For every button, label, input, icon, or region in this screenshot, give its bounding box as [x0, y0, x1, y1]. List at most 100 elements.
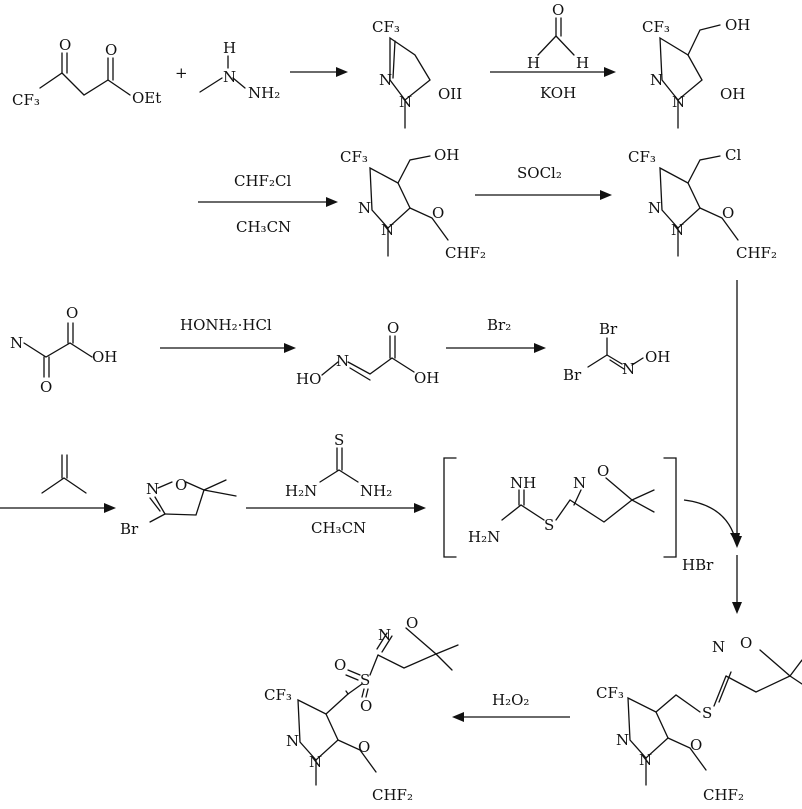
ring-n-label: N: [616, 731, 629, 749]
ring-o-label: O: [740, 634, 752, 652]
bromo-label: Br: [120, 520, 139, 538]
hydroxyl-label: OH: [92, 348, 117, 366]
ch2oh-label: OH: [725, 16, 750, 34]
hydroxymethyl-pyrazolol: CF₃ N N OH OH: [642, 16, 750, 129]
ring-n-methyl-label: N: [671, 221, 684, 239]
formaldehyde-reagent: O H H: [527, 1, 589, 72]
ether-oxygen-label: O: [358, 738, 370, 756]
ether-oxygen-label: O: [432, 204, 444, 222]
thiourea-reagent: S H₂N NH₂: [285, 431, 392, 500]
glyoxylic-acid-oxime: HO N O OH: [296, 319, 439, 388]
chloro-label: Cl: [725, 146, 741, 164]
ether-oxygen-label: O: [722, 204, 734, 222]
isothiouronium-intermediate: NH H₂N S N O: [443, 457, 677, 558]
thiourea-s-label: S: [334, 431, 344, 449]
amino-h2n-label: H₂N: [468, 528, 500, 546]
thioether-s-label: S: [544, 516, 554, 534]
cf3-label: CF₃: [642, 18, 670, 36]
hydroxyl-label: OH: [645, 348, 670, 366]
ch3cn-reagent-label: CH₃CN: [236, 218, 291, 236]
hydrazine-n1-label: N: [223, 68, 236, 86]
arrow-7: [0, 503, 116, 513]
ring-o-label: O: [597, 462, 609, 480]
arrow-8: [246, 503, 426, 513]
ring-n-methyl-label: N: [639, 751, 652, 769]
oxime-n-label: N: [622, 360, 635, 378]
oet-label: OEt: [132, 89, 161, 107]
curved-arrow: [683, 499, 740, 545]
ring-n-label: N: [286, 732, 299, 750]
thiourea-nh2-right: NH₂: [360, 482, 392, 500]
ring-n-label: N: [648, 199, 661, 217]
formaldehyde-h2-label: H: [576, 54, 589, 72]
ethyl-trifluoroacetoacetate: O O CF₃ OEt: [12, 36, 161, 109]
plus-sign: +: [175, 64, 188, 82]
arrow-1: [290, 67, 348, 77]
br2-reagent-label: Br₂: [487, 316, 511, 334]
ring-n-methyl-label: N: [381, 221, 394, 239]
sulfone-product: CF₃ N N S O O N O O CHF₂: [264, 614, 459, 804]
hydroxyl-label: OH: [414, 369, 439, 387]
ring-n-label: N: [146, 480, 159, 498]
ketone-oxygen-label: O: [59, 36, 71, 54]
thioether-intermediate: CF₃ N N S O CHF₂ N O: [596, 634, 802, 804]
chf2-label: CHF₂: [703, 786, 744, 804]
chf2-label: CHF₂: [445, 244, 486, 262]
oxygen-label: O: [40, 378, 52, 396]
hydrazine-nh2-label: NH₂: [248, 84, 280, 102]
arrow-down-lower: [732, 555, 742, 614]
chf2cl-reagent-label: CHF₂Cl: [234, 172, 291, 190]
ester-oxygen-label: O: [105, 41, 117, 59]
thiourea-nh2-left: H₂N: [285, 482, 317, 500]
ch3cn-reagent-label: CH₃CN: [311, 519, 366, 537]
ring-n-label: N: [650, 71, 663, 89]
ring-o-label: O: [175, 476, 187, 494]
honh2hcl-reagent-label: HONH₂·HCl: [180, 316, 272, 334]
formaldehyde-h1-label: H: [527, 54, 540, 72]
ring-n-methyl-label: N: [399, 93, 412, 111]
hydroxyl-label: OII: [438, 85, 462, 103]
cf3-label: CF₃: [596, 684, 624, 702]
arrow-3: [198, 197, 338, 207]
arrow-2: [490, 67, 616, 77]
koh-reagent-label: KOH: [540, 84, 576, 102]
ether-oxygen-label: O: [690, 736, 702, 754]
dibromoformaldoxime: Br Br N OH: [563, 320, 670, 384]
socl2-reagent-label: SOCl₂: [517, 164, 562, 182]
chloromethyl-pyrazole: CF₃ N N Cl O CHF₂: [628, 146, 777, 262]
thioether-s-label: S: [702, 704, 712, 722]
cf3-label: CF₃: [264, 686, 292, 704]
formaldehyde-o-label: O: [552, 1, 564, 19]
ring-n-methyl-label: N: [309, 753, 322, 771]
ring-n-label: N: [378, 626, 391, 644]
h2o2-reagent-label: H₂O₂: [492, 691, 529, 709]
hydrazine-h-label: H: [223, 39, 236, 57]
imine-nh-label: NH: [510, 474, 536, 492]
ring-n-label: N: [712, 638, 725, 656]
cf3-label: CF₃: [372, 18, 400, 36]
sulfonyl-o-bottom: O: [360, 697, 372, 715]
arrow-down-right: [732, 280, 742, 548]
n-label: N: [10, 334, 23, 352]
hbr-label: HBr: [682, 556, 714, 574]
pyrazolol-product-1: CF₃ N N OII: [372, 18, 462, 129]
cf3-label: CF₃: [628, 148, 656, 166]
ring-n-label: N: [573, 474, 586, 492]
ring-o-label: O: [406, 614, 418, 632]
oxime-n-label: N: [336, 352, 349, 370]
sulfonyl-s-label: S: [360, 671, 370, 689]
sulfonyl-o-top: O: [334, 656, 346, 674]
ring-n-methyl-label: N: [672, 93, 685, 111]
glyoxylic-acid: N O O OH: [10, 304, 117, 396]
ho-label: HO: [296, 370, 321, 388]
oxygen-label: O: [66, 304, 78, 322]
arrow-5: [160, 343, 296, 353]
oxygen-label: O: [387, 319, 399, 337]
arrow-6: [446, 343, 546, 353]
arrow-4: [475, 190, 612, 200]
bromo-label: Br: [563, 366, 582, 384]
bromo-label: Br: [599, 320, 618, 338]
isobutylene-reagent: [41, 454, 87, 494]
hydroxyl-label: OH: [720, 85, 745, 103]
